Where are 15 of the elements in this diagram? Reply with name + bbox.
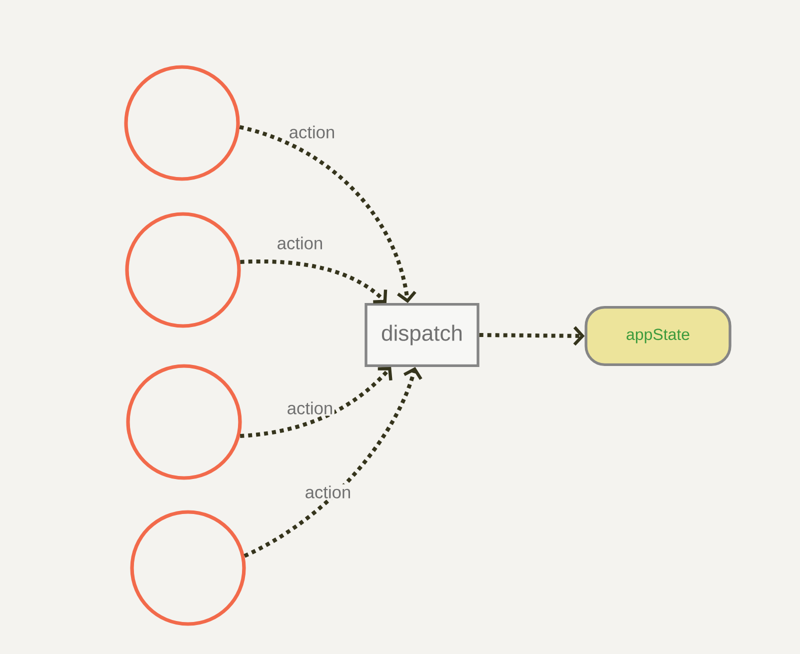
process-box: dispatch <box>364 303 480 367</box>
arrow <box>239 125 416 303</box>
arrow <box>244 367 422 558</box>
edge-label: action <box>288 124 336 140</box>
edge-label: action <box>304 484 352 500</box>
arrow <box>479 326 585 346</box>
arrow <box>240 367 392 438</box>
edge-label: action <box>286 400 334 416</box>
edge-label: action <box>276 235 324 251</box>
arrow <box>240 259 388 304</box>
circle <box>124 65 240 181</box>
circle <box>130 510 246 626</box>
circle <box>125 212 241 328</box>
circle <box>126 364 242 480</box>
rounded-box: appState <box>584 306 732 366</box>
